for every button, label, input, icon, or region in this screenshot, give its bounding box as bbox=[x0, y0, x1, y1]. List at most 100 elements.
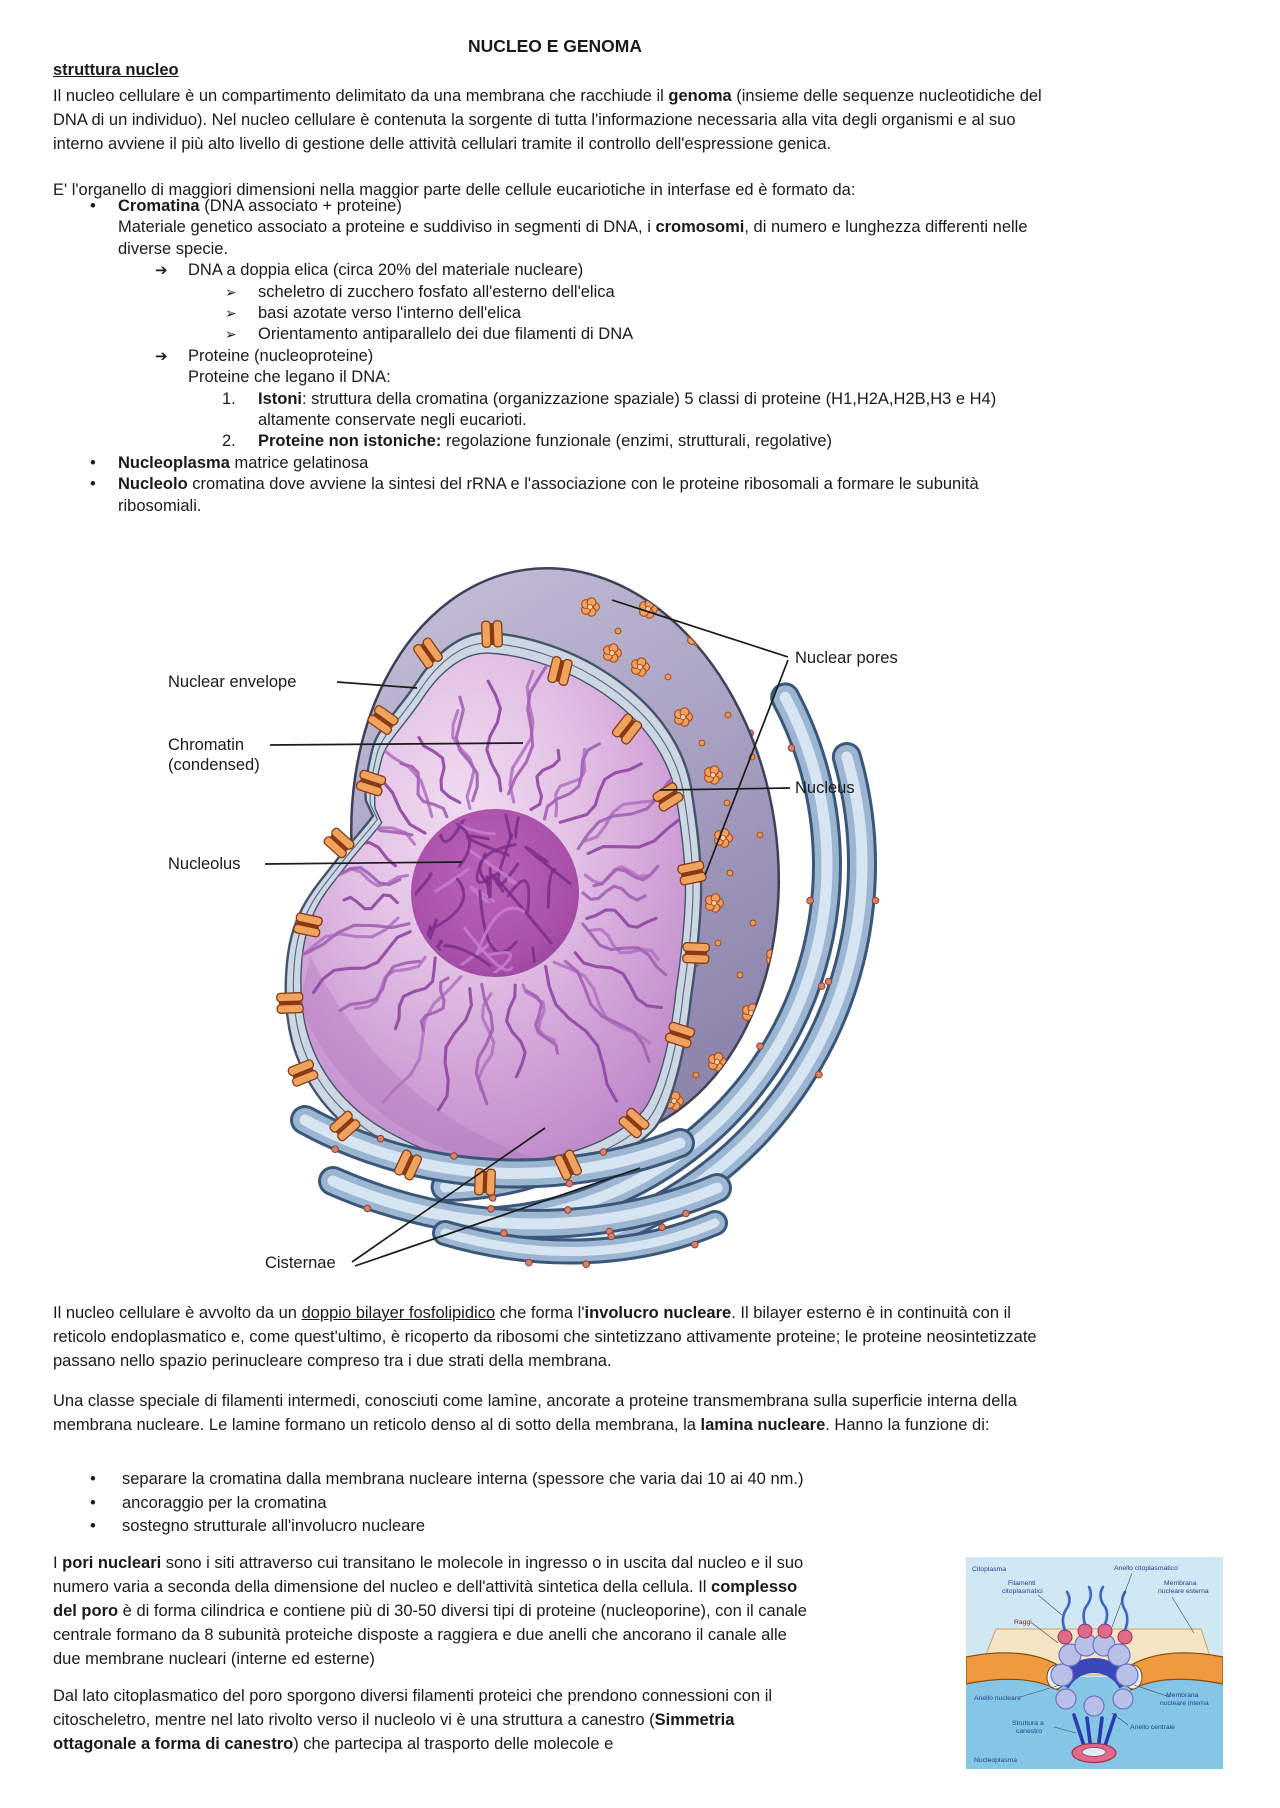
nuclear-pore-plug bbox=[393, 1149, 423, 1181]
nuclear-pore-plug bbox=[481, 620, 503, 648]
er-band-lumen bbox=[483, 691, 833, 1227]
ribosome-dot bbox=[564, 1206, 572, 1214]
list-marker: • bbox=[90, 475, 96, 494]
list-marker: ➢ bbox=[225, 305, 237, 322]
rosette-center bbox=[790, 834, 797, 841]
list-item: 1. Istoni: struttura della cromatina (org… bbox=[53, 389, 1057, 432]
chromatin-strand bbox=[338, 959, 421, 1012]
surface-dot bbox=[749, 919, 757, 927]
text-segment: scheletro di zucchero fosfato all'estern… bbox=[258, 282, 615, 301]
pore-rosette bbox=[714, 828, 733, 848]
surface-dot bbox=[698, 739, 706, 747]
plug-half bbox=[367, 714, 393, 735]
chromatin-strand bbox=[419, 976, 450, 1032]
list-item: ➢scheletro di zucchero fosfato all'ester… bbox=[53, 282, 1057, 303]
list-marker: • bbox=[90, 453, 96, 472]
text-segment: E' l'organello di maggiori dimensioni ne… bbox=[53, 181, 856, 199]
label-citoplasma: Citoplasma bbox=[972, 1566, 1006, 1573]
label-filamenti-1: Filamenti bbox=[1008, 1580, 1036, 1587]
label-nuclear-envelope: Nuclear envelope bbox=[168, 673, 296, 691]
rosette-center bbox=[783, 774, 790, 781]
rosette-petal bbox=[696, 632, 706, 642]
rosette-petal bbox=[777, 775, 787, 786]
plug-gap bbox=[562, 1154, 574, 1176]
nuclear-pore-plug bbox=[276, 992, 304, 1014]
ribosome-dot bbox=[487, 1205, 495, 1213]
chromatin-strand bbox=[585, 908, 658, 929]
list-marker: ➔ bbox=[155, 347, 168, 365]
surface-dot bbox=[736, 971, 744, 979]
er-band-lumen bbox=[440, 1218, 720, 1256]
nuclear-pore-plug bbox=[618, 1107, 650, 1139]
nucleolus-strand bbox=[467, 848, 519, 886]
chromatin-shading bbox=[300, 955, 560, 1166]
list-item: •ancoraggio per la cromatina bbox=[53, 1492, 1057, 1516]
nuclear-pore-plugs bbox=[276, 620, 710, 1196]
plug-half bbox=[393, 1149, 412, 1176]
list-item: Proteine che legano il DNA: bbox=[53, 367, 1057, 388]
plug-half bbox=[291, 1069, 319, 1087]
text-segment: Dal lato citoplasmatico del poro sporgon… bbox=[53, 1687, 773, 1729]
figure-leader-lines bbox=[264, 599, 791, 1267]
label-anello-citoplasmatico: Anello citoplasmatico bbox=[1114, 1565, 1178, 1572]
nucleolus-strand bbox=[485, 866, 492, 899]
rosette-petal bbox=[782, 777, 793, 788]
surface-dot bbox=[756, 831, 764, 839]
nuclear-pore-plug bbox=[293, 912, 323, 938]
text-segment: lamina nucleare bbox=[700, 1416, 826, 1434]
pore-figure-leader-lines bbox=[1019, 1572, 1195, 1734]
ribosome-dot bbox=[817, 982, 826, 990]
chromatin-strand bbox=[529, 748, 561, 811]
nucleolus-strand bbox=[496, 833, 520, 887]
label-anello-centrale: Anello centrale bbox=[1130, 1724, 1175, 1731]
nuclear-pore-plug bbox=[323, 827, 355, 859]
text-segment: basi azotate verso l'interno dell'elica bbox=[258, 304, 522, 323]
ribosome-dot bbox=[682, 1209, 690, 1218]
text-segment: genoma bbox=[668, 87, 732, 105]
plug-half bbox=[553, 1154, 572, 1181]
rosette-center bbox=[772, 953, 779, 960]
rosette-center bbox=[734, 673, 741, 680]
cisternae-line-1 bbox=[351, 1127, 546, 1263]
nuclear-pores-line-2 bbox=[704, 659, 789, 876]
list-marker: • bbox=[90, 1493, 96, 1512]
plug-half bbox=[620, 720, 643, 745]
list-item: 2.Proteine non istoniche: regolazione fu… bbox=[53, 431, 1057, 452]
cisternae-line-2 bbox=[354, 1167, 641, 1267]
plug-half bbox=[329, 1110, 353, 1133]
chromatin-strand bbox=[563, 959, 651, 1063]
chromatin-line bbox=[269, 742, 524, 746]
text-segment: Cromatina bbox=[118, 197, 200, 215]
nuclear-pore-plug bbox=[682, 942, 710, 964]
nucleolus-strand bbox=[434, 868, 470, 893]
surface-dot bbox=[614, 627, 622, 635]
plug-gap bbox=[490, 622, 494, 646]
paragraph-organello: E' l'organello di maggiori dimensioni ne… bbox=[53, 178, 1057, 202]
text-segment: sono i siti attraverso cui transitano le… bbox=[53, 1554, 804, 1596]
membrane-tube-left bbox=[965, 1652, 1059, 1692]
rosette-petal bbox=[784, 887, 795, 898]
label-struttura-canestro-1: Struttura a bbox=[1012, 1720, 1044, 1727]
text-segment: complesso del poro bbox=[53, 1578, 798, 1620]
chromatin-strand bbox=[581, 922, 668, 977]
chromatin-strand bbox=[573, 951, 663, 1010]
chromatin-strand bbox=[311, 930, 412, 995]
plug-half bbox=[481, 620, 492, 648]
rosette-petal bbox=[728, 669, 738, 680]
list-item: Materiale genetico associato a proteine … bbox=[53, 217, 1057, 260]
label-membrana-interna-1: Membrana bbox=[1166, 1692, 1199, 1699]
text-segment: Istoni bbox=[258, 389, 302, 408]
pore-rosette bbox=[704, 765, 723, 785]
pore-complex-diagram: Citoplasma Anello citoplasmatico Filamen… bbox=[965, 1557, 1224, 1769]
text-segment: I bbox=[53, 1554, 63, 1572]
text-segment: , di numero e lunghezza differenti nelle… bbox=[118, 218, 1028, 258]
text-segment: : struttura della cromatina (organizzazi… bbox=[258, 389, 997, 430]
rosette-petal bbox=[784, 835, 794, 846]
plug-gap bbox=[625, 1114, 643, 1132]
list-marker: 1. bbox=[222, 389, 236, 408]
rosette-petal bbox=[728, 674, 738, 685]
nucleus-diagram: Nuclear envelope Chromatin (condensed) N… bbox=[168, 567, 898, 1272]
text-segment: Proteine (nucleoproteine) bbox=[188, 346, 374, 365]
plug-gap bbox=[292, 1067, 314, 1079]
